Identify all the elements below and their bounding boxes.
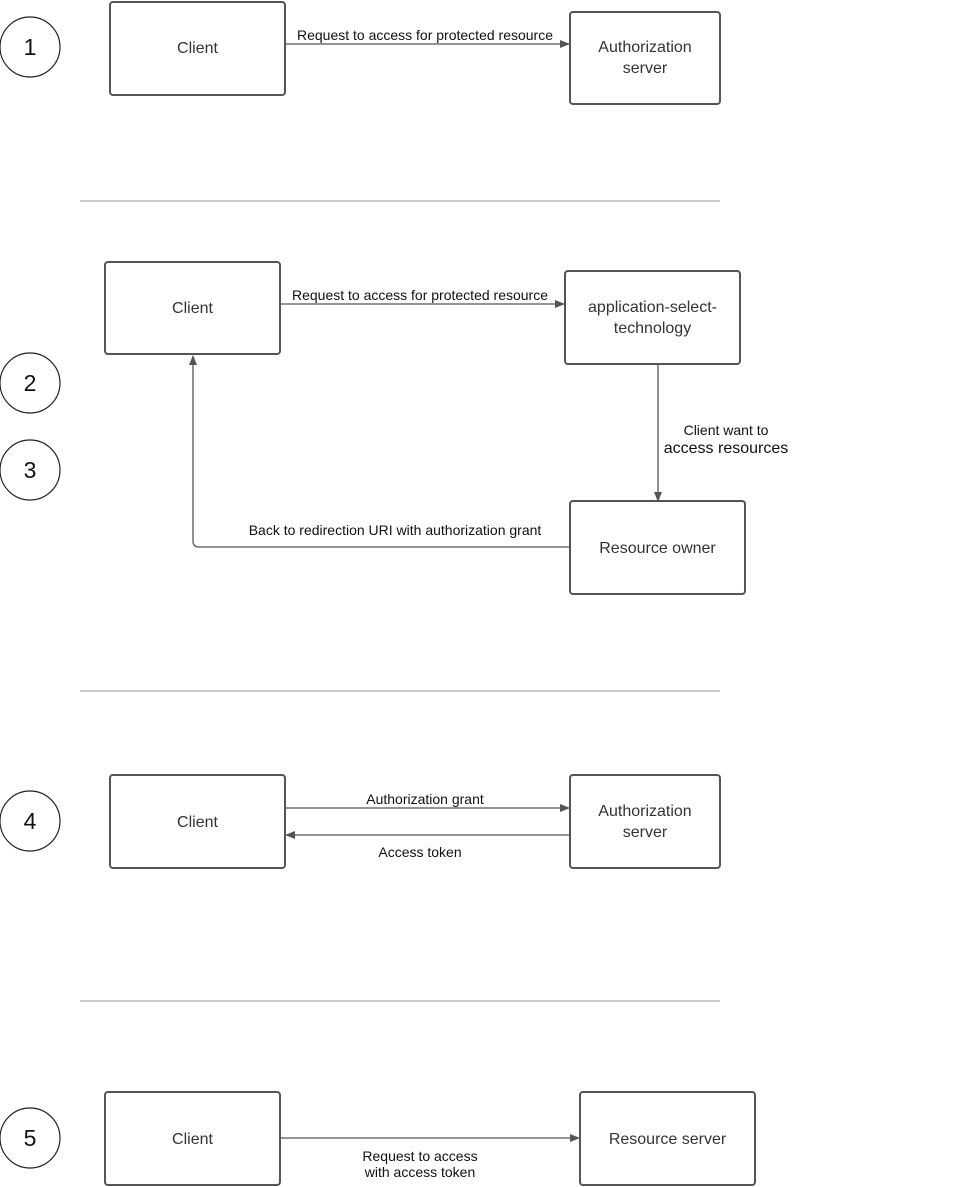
request-label-2: Request to access for protected resource [292,287,548,303]
authorization-grant-label: Authorization grant [366,791,484,807]
step-number-1: 1 [24,34,37,60]
request-label-1: Request to access for protected resource [297,27,553,43]
step-marker-4: 4 [0,790,61,852]
authorization-server-box-2[interactable]: Authorization server [569,774,721,869]
client-box-3[interactable]: Client [109,774,286,869]
resource-request-label-line1: Request to access [362,1148,477,1164]
step-number-3: 3 [24,457,37,483]
application-label-line1: application-select- [588,299,717,316]
resource-request-label-line2: with access token [364,1164,476,1180]
client-box-1[interactable]: Client [109,1,286,96]
application-label-line2: technology [614,320,691,337]
authorization-server-box-1[interactable]: Authorization server [569,11,721,105]
step-marker-2: 2 [0,352,61,414]
resource-owner-label: Resource owner [599,540,716,557]
step-number-5: 5 [24,1125,37,1151]
access-token-label: Access token [378,844,461,860]
redirect-arrow [189,355,570,548]
client-box-2[interactable]: Client [104,261,281,355]
client-label-1: Client [177,40,218,57]
resource-server-label: Resource server [609,1131,727,1148]
resource-owner-box[interactable]: Resource owner [569,500,746,595]
authorization-server-label-1a: Authorization [598,39,691,56]
step-marker-5: 5 [0,1107,61,1169]
access-resources-label: access resources [664,440,789,457]
client-box-4[interactable]: Client [104,1091,281,1186]
step-number-4: 4 [24,808,37,834]
client-label-4: Client [172,1131,213,1148]
client-want-label: Client want to [684,422,769,438]
application-select-technology-box[interactable]: application-select- technology [564,270,741,365]
resource-server-box[interactable]: Resource server [579,1091,756,1186]
redirect-label: Back to redirection URI with authorizati… [249,522,542,538]
authorization-server-label-2b: server [623,824,668,841]
client-label-3: Client [177,814,218,831]
step-number-2: 2 [24,370,37,396]
step-marker-3: 3 [0,439,61,501]
authorization-server-label-1b: server [623,60,668,77]
client-label-2: Client [172,300,213,317]
authorization-server-label-2a: Authorization [598,803,691,820]
step-marker-1: 1 [0,16,61,78]
